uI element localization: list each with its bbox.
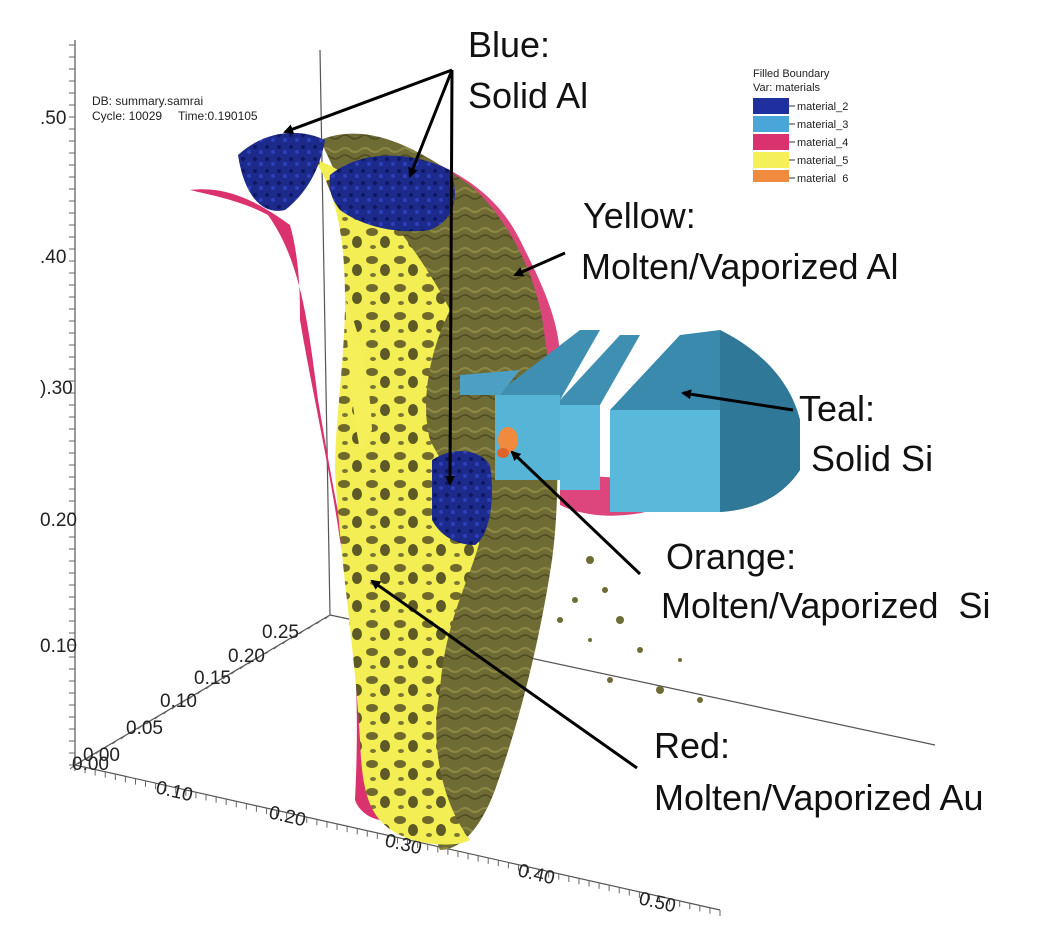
debris [557,556,703,703]
axis-tick [256,654,263,660]
tick-label: 0.10 [154,777,195,806]
label-teal-title: Teal: [799,388,875,429]
axis-tick [129,729,135,735]
axis-tick [205,684,212,690]
db-label: DB: summary.samrai [92,94,203,108]
tick-label: 0.10 [40,636,77,657]
label-yellow-desc: Molten/Vaporized Al [581,246,899,287]
axis-tick [95,749,101,755]
depth-tick-labels: 0.25 0.20 0.15 0.10 0.05 0.00 0.00 [72,622,299,775]
tick-label: 0.25 [262,622,299,643]
label-orange-title: Orange: [666,536,796,577]
tick-label: 0.20 [228,646,265,667]
tick-label: ).30 [40,378,73,399]
legend-title: Filled Boundary [753,68,830,80]
label-orange-desc: Molten/Vaporized Si [661,585,991,626]
axis-tick [78,759,84,765]
axis-tick [273,644,280,650]
axis-tick [120,734,127,740]
tick-label: 0.50 [637,888,678,917]
axis-tick [112,739,118,745]
arrow-red [370,579,638,770]
axis-tick [188,694,195,700]
tick-label: .50 [40,108,66,129]
arrow-blue-2 [408,69,454,178]
axis-tick [307,624,314,630]
legend-item: material_6 [797,173,848,185]
cycle-label: Cycle: 10029 [92,109,162,123]
arrow-teal [681,389,794,412]
vertical-axis-back [319,49,331,616]
arrow-blue-3 [445,69,456,486]
info-block: DB: summary.samrai Cycle: 10029 Time:0.1… [92,94,258,123]
solid-al-layer [238,132,492,545]
axis-tick [86,754,93,760]
axis-tick [146,719,152,725]
axis-tick [290,634,297,640]
legend-item: material_2 [797,101,848,113]
tick-label: 0.05 [126,718,163,739]
axis-tick [231,669,237,675]
label-blue-title: Blue: [468,24,550,65]
legend-swatch [753,152,789,168]
vertical-tick-labels: .50 .40 ).30 0.20 0.10 [40,108,77,657]
legend-item: material_4 [797,137,848,149]
label-red-desc: Molten/Vaporized Au [654,777,984,818]
axis-tick [214,679,220,685]
axis-tick [265,649,271,655]
axis-tick [103,744,110,750]
annotation-arrows [283,68,794,770]
tick-label: .40 [40,247,66,268]
label-yellow-title: Yellow: [583,195,696,236]
tick-label: 0.00 [72,754,109,775]
legend-swatch [753,116,789,132]
tick-label: 0.20 [267,802,308,831]
legend-swatch [753,134,789,150]
axis-tick [324,614,331,620]
label-teal-desc: Solid Si [811,438,933,479]
annotation-yellow: Yellow: Molten/Vaporized Al [581,195,899,287]
axis-tick [154,714,161,720]
time-label: Time:0.190105 [178,109,258,123]
tick-label: 0.15 [194,668,231,689]
annotation-teal: Teal: Solid Si [799,388,933,479]
molten-si-blob [497,427,518,458]
yellow-label-bg [570,183,970,295]
axis-tick [197,689,203,695]
legend-swatch [753,170,789,182]
legend: Filled Boundary Var: materials material_… [753,68,848,185]
axis-tick [69,764,76,770]
tick-label: 0.40 [516,860,557,889]
arrow-blue-1 [283,68,453,134]
axis-tick [316,619,322,625]
legend-item: material_3 [797,119,848,131]
tick-label: 0.20 [40,510,77,531]
axis-tick [282,639,288,645]
axis-tick [163,709,169,715]
arrow-orange [510,450,642,576]
tick-label: 0.00 [83,745,120,766]
arrow-yellow [513,251,566,277]
tick-label: 0.10 [160,691,197,712]
axis-tick [180,699,186,705]
legend-swatch [753,98,789,114]
axis-tick [299,629,305,635]
legend-item: material_5 [797,155,848,167]
label-red-title: Red: [654,725,730,766]
axis-tick [171,704,178,710]
axis-tick [222,674,229,680]
annotation-orange: Orange: Molten/Vaporized Si [661,536,991,626]
annotation-red: Red: Molten/Vaporized Au [654,725,984,818]
axis-tick [137,724,144,730]
axis-ticks [69,44,721,916]
axis-tick [248,659,254,665]
molten-al-layer [315,160,480,845]
label-blue-desc: Solid Al [468,75,588,116]
axis-tick [239,664,246,670]
legend-var: Var: materials [753,82,821,94]
annotation-blue: Blue: Solid Al [468,24,588,116]
